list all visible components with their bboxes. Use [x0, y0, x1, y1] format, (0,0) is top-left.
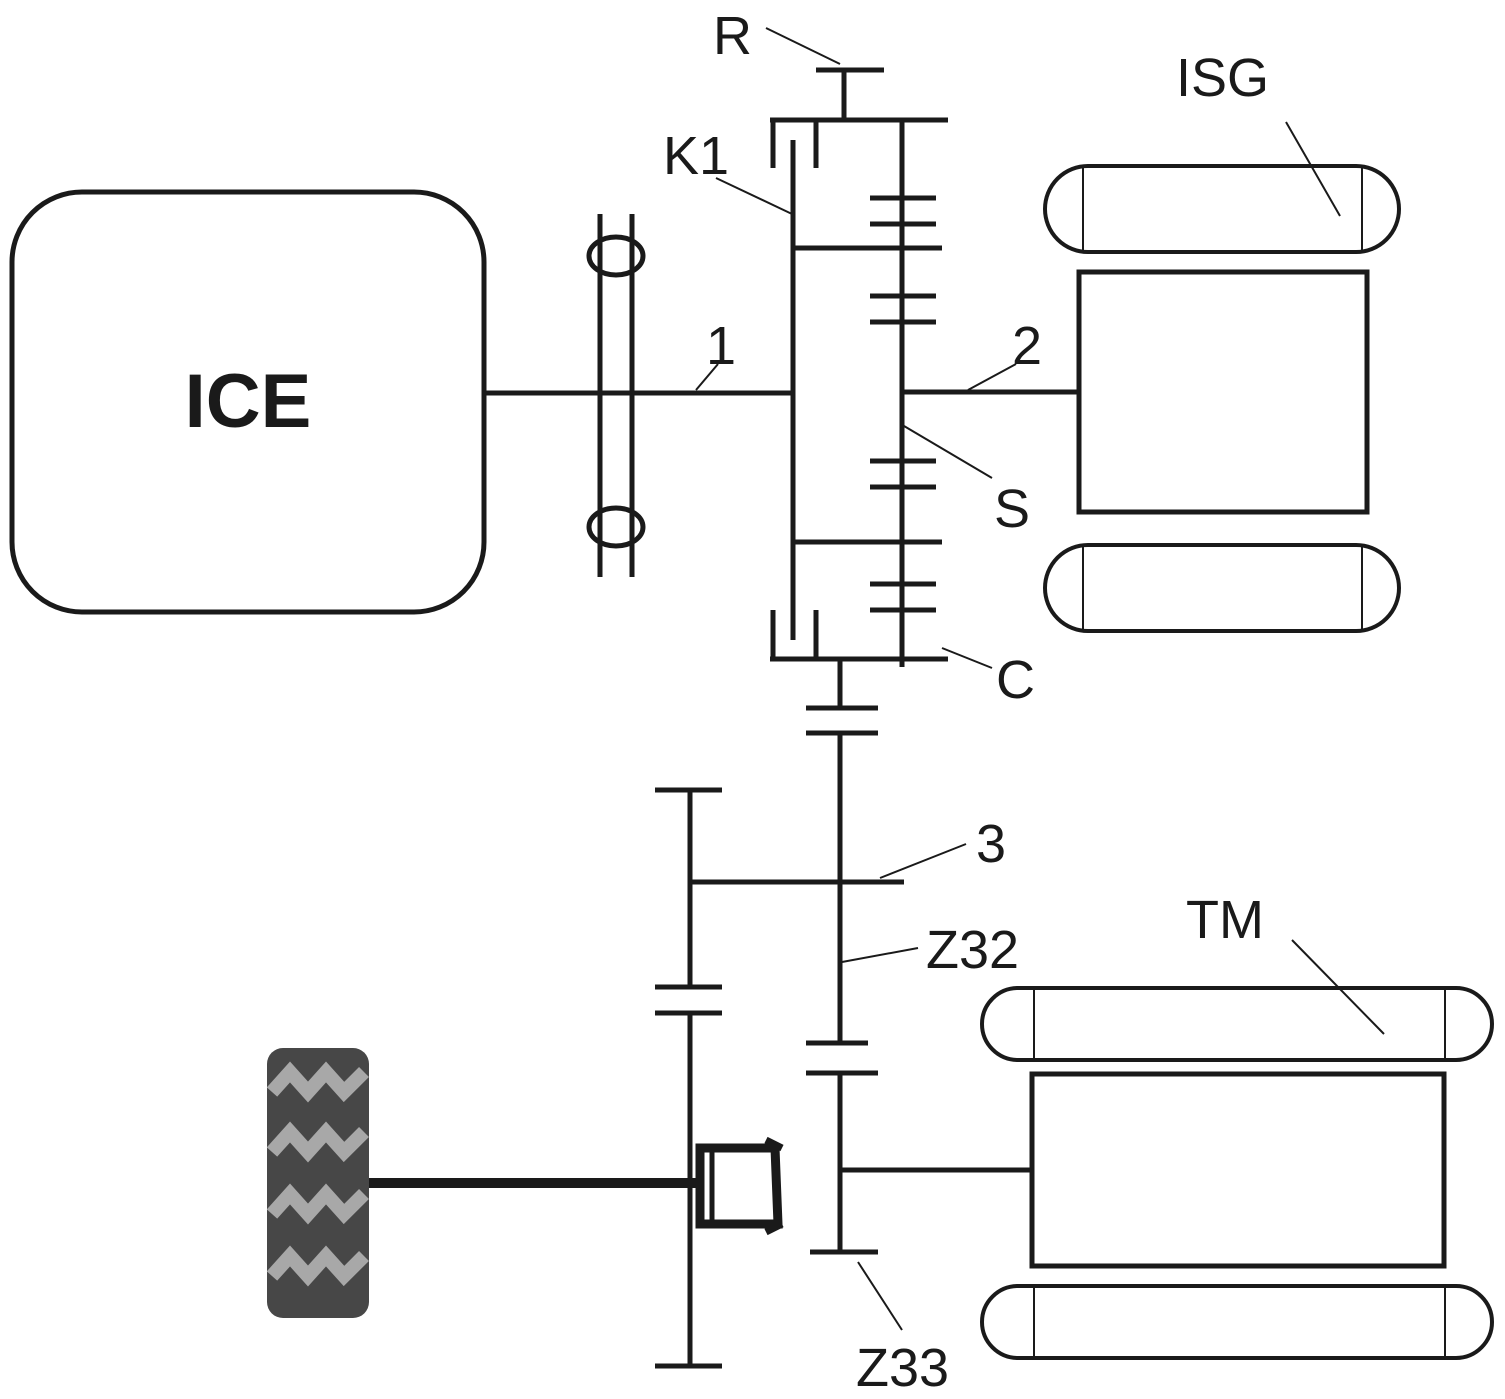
gear-z33 [806, 1070, 1032, 1255]
label-shaft-1: 1 [706, 316, 736, 376]
gear-z32 [806, 730, 878, 1046]
ice-label: ICE [185, 359, 312, 444]
tm-motor [980, 986, 1494, 1360]
final-drive [655, 787, 722, 1369]
ice-engine: ICE [9, 189, 487, 615]
isg-motor [1043, 164, 1401, 633]
label-k1: K1 [663, 126, 729, 186]
label-shaft-2: 2 [1012, 316, 1042, 376]
label-c: C [996, 650, 1035, 710]
differential [695, 1136, 784, 1236]
label-isg: ISG [1176, 48, 1269, 108]
leader-lines [695, 27, 1385, 1331]
label-s: S [994, 479, 1030, 539]
wheel-tire [266, 1048, 369, 1318]
label-z33: Z33 [856, 1338, 949, 1398]
label-z32: Z32 [926, 920, 1019, 980]
label-shaft-3: 3 [976, 814, 1006, 874]
label-r: R [713, 6, 752, 66]
torsional-damper [586, 214, 646, 577]
label-tm: TM [1186, 890, 1264, 950]
planetary-gear-set [770, 67, 948, 711]
